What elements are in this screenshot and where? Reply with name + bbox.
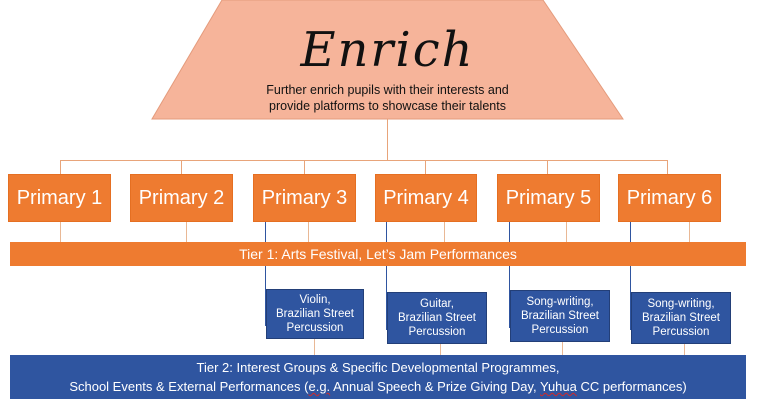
programme-p4-line3: Percussion	[408, 326, 466, 338]
header-trapezoid	[151, 0, 624, 120]
programme-p5-line3: Percussion	[531, 324, 589, 336]
programme-p5-line1: Song-writing,	[526, 296, 594, 308]
branch-drop-4	[425, 160, 426, 174]
p1-tier1-line	[60, 222, 61, 242]
p4-prog-line-top	[386, 222, 387, 242]
header-subtitle-line1: Further enrich pupils with their interes…	[266, 83, 509, 97]
primary-1-box: Primary 1	[8, 174, 111, 222]
programme-p3-line2: Brazilian Street	[276, 308, 354, 320]
programme-box-p4: Guitar, Brazilian Street Percussion	[387, 292, 487, 344]
p3-tier2-line	[314, 339, 315, 355]
tier2-line2-post: CC performances)	[576, 379, 687, 394]
branch-drop-5	[547, 160, 548, 174]
tier2-line2: School Events & External Performances (e…	[69, 377, 686, 396]
header-subtitle: Further enrich pupils with their interes…	[152, 82, 623, 114]
tier2-line1: Tier 2: Interest Groups & Specific Devel…	[196, 360, 560, 375]
p5-prog-line	[509, 266, 510, 328]
primary-6-box: Primary 6	[618, 174, 721, 222]
programme-p6-line1: Song-writing,	[647, 298, 715, 310]
programme-p4-line1: Guitar,	[420, 298, 454, 310]
primary-5-box: Primary 5	[497, 174, 600, 222]
tier2-line2-mid: Annual Speech & Prize Giving Day,	[330, 379, 540, 394]
p3-prog-line-top	[265, 222, 266, 242]
p3-prog-line	[265, 266, 266, 326]
tier1-bar: Tier 1: Arts Festival, Let’s Jam Perform…	[10, 242, 746, 266]
header-title: Enrich	[300, 22, 475, 78]
tier2-yuhua: Yuhua	[539, 379, 577, 394]
branch-drop-3	[304, 160, 305, 174]
branch-drop-2	[181, 160, 182, 174]
header-stem-line	[387, 119, 388, 161]
programme-p6-line3: Percussion	[652, 326, 710, 338]
p4-tier1-line	[444, 222, 445, 242]
p6-prog-line	[630, 266, 631, 330]
p5-prog-line-top	[509, 222, 510, 242]
programme-box-p6: Song-writing, Brazilian Street Percussio…	[631, 292, 731, 344]
branch-drop-1	[60, 160, 61, 174]
tier2-bar: Tier 2: Interest Groups & Specific Devel…	[10, 355, 746, 399]
p3-tier1-line	[308, 222, 309, 242]
primary-4-box: Primary 4	[375, 174, 477, 222]
branch-line	[60, 160, 667, 161]
primary-3-box: Primary 3	[253, 174, 356, 222]
p6-tier1-line	[689, 222, 690, 242]
programme-p6-line2: Brazilian Street	[642, 312, 720, 324]
p6-tier2-line	[684, 344, 685, 355]
p5-tier1-line	[566, 222, 567, 242]
p2-tier1-line	[186, 222, 187, 242]
programme-p4-line2: Brazilian Street	[398, 312, 476, 324]
branch-drop-6	[667, 160, 668, 174]
header-subtitle-line2: provide platforms to showcase their tale…	[269, 99, 506, 113]
programme-p3-line3: Percussion	[286, 322, 344, 334]
tier2-eg: e.g.	[308, 379, 331, 394]
p5-tier2-line	[562, 342, 563, 355]
programme-box-p3: Violin, Brazilian Street Percussion	[266, 289, 364, 339]
programme-p3-line1: Violin,	[299, 294, 331, 306]
programme-p5-line2: Brazilian Street	[521, 310, 599, 322]
p6-prog-line-top	[630, 222, 631, 242]
primary-2-box: Primary 2	[130, 174, 233, 222]
p4-tier2-line	[440, 344, 441, 355]
tier2-line2-pre: School Events & External Performances (	[69, 379, 309, 394]
p4-prog-line	[386, 266, 387, 330]
programme-box-p5: Song-writing, Brazilian Street Percussio…	[510, 290, 610, 342]
